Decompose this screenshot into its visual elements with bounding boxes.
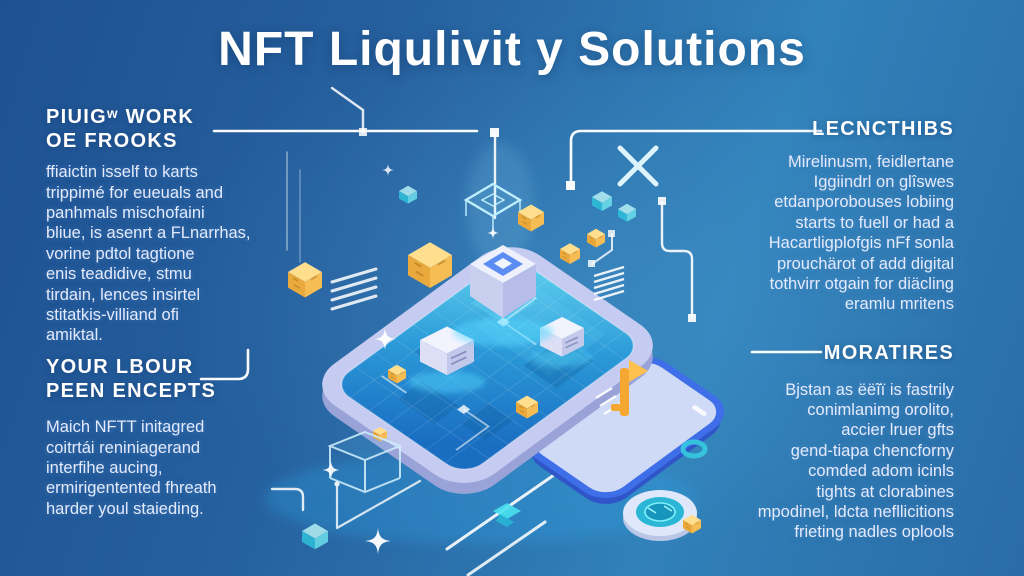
callout-body-top-left: ffiaictin isself to karts trippimé for e… (46, 163, 251, 345)
callout-lines (199, 129, 823, 381)
callout-body-bottom-left: Maich NFTT initagred coitrtái reniniager… (46, 418, 217, 518)
callout-heading-bottom-left: YOUR LBOUR PEEN ENCEPTS (46, 356, 217, 402)
beam-glow (466, 143, 534, 267)
key-icon (611, 360, 648, 416)
box-glow (409, 371, 485, 393)
main-cube (453, 245, 553, 346)
ladder-marks (593, 265, 625, 302)
callout-line-top-right (569, 129, 823, 184)
page-title: NFT Liqulivit y Solutions (218, 23, 806, 76)
wireframe-diamond-icon (463, 182, 523, 233)
callout-bottom-left: YOUR LBOUR PEEN ENCEPTS Maich NFTT inita… (46, 356, 296, 519)
callout-heading-bottom-right: MORATIRES (823, 342, 954, 364)
phone-camera-bar (691, 405, 707, 416)
wireframe-cube-icon (327, 430, 403, 494)
sparkle-icons (322, 145, 659, 554)
callout-top-right: LECNCTHIBS Mirelinusm, feidlertane Iggii… (684, 118, 954, 315)
box-glow (532, 349, 592, 367)
callout-body-top-right: Mirelinusm, feidlertane Iggiindrl on glî… (768, 152, 954, 314)
callout-bottom-right: MORATIRES Bjstan as ëëĩï is fastrily con… (684, 342, 954, 543)
callout-heading-top-left: PIUIGʷ WORK OE FROOKS (46, 106, 195, 152)
teal-donut-icon (680, 439, 708, 459)
coin-illustration (623, 490, 702, 541)
callout-top-left: PIUIGʷ WORK OE FROOKS ffiaictin isself t… (46, 106, 296, 346)
tablet-illustration (322, 247, 653, 494)
teal-arrow-icon (493, 503, 521, 527)
callout-heading-top-right: LECNCTHIBS (812, 118, 954, 140)
tablet-screen (341, 260, 634, 470)
callout-line-bottom-left (199, 348, 250, 381)
callout-body-bottom-right: Bjstan as ëëĩï is fastrily conimlanimg o… (757, 380, 954, 542)
